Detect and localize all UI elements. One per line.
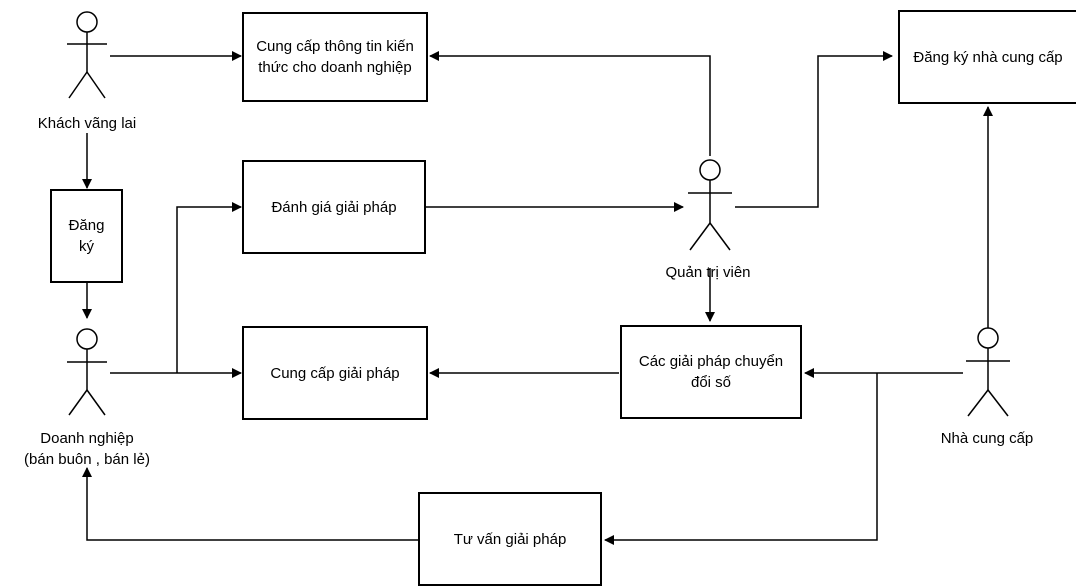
actor-doanh-nghiep — [67, 328, 107, 416]
edge-doanh-nghiep-to-danh-gia — [176, 202, 242, 373]
actor-label-khach-vang-lai: Khách vãng lai — [37, 115, 137, 132]
edge-quan-tri-to-dang-ky-ncc — [735, 51, 893, 208]
box-cac-giai-phap: Các giải pháp chuyển đổi số — [620, 325, 802, 419]
actor-label-nha-cung-cap: Nhà cung cấp — [940, 430, 1034, 447]
actor-label-doanh-nghiep-name: Doanh nghiệp — [40, 430, 134, 447]
box-dang-ky-nha-cung-cap-label: Đăng ký nhà cung cấp — [913, 48, 1063, 66]
actor-label-doanh-nghiep-sub: (bán buôn , bán lẻ) — [24, 451, 150, 468]
box-dang-ky-label: Đăng ký — [68, 217, 105, 255]
actor-label-quan-tri-vien: Quản trị viên — [665, 264, 751, 281]
box-cac-giai-phap-label: Các giải pháp chuyển đổi số — [638, 353, 784, 391]
box-cung-cap-thong-tin: Cung cấp thông tin kiến thức cho doanh n… — [242, 12, 428, 102]
box-tu-van-giai-phap-label: Tư vấn giải pháp — [453, 530, 567, 548]
box-cung-cap-thong-tin-label: Cung cấp thông tin kiến thức cho doanh n… — [256, 38, 414, 76]
edge-tu-van-to-doanh-nghiep — [82, 467, 419, 541]
edge-quan-tri-to-thong-tin — [429, 51, 711, 156]
actor-nha-cung-cap — [966, 327, 1010, 417]
actor-quan-tri-vien — [688, 159, 732, 251]
actor-label-doanh-nghiep: Doanh nghiệp (bán buôn , bán lẻ) — [24, 428, 150, 470]
box-dang-ky: Đăng ký — [50, 189, 123, 283]
box-tu-van-giai-phap: Tư vấn giải pháp — [418, 492, 602, 586]
box-dang-ky-nha-cung-cap: Đăng ký nhà cung cấp — [898, 10, 1076, 104]
box-danh-gia-giai-phap: Đánh giá giải pháp — [242, 160, 426, 254]
edge-ncc-to-tu-van — [604, 373, 878, 545]
box-danh-gia-giai-phap-label: Đánh giá giải pháp — [271, 198, 397, 216]
box-cung-cap-giai-phap-label: Cung cấp giải pháp — [270, 364, 400, 382]
box-cung-cap-giai-phap: Cung cấp giải pháp — [242, 326, 428, 420]
actor-khach-vang-lai — [67, 11, 107, 99]
